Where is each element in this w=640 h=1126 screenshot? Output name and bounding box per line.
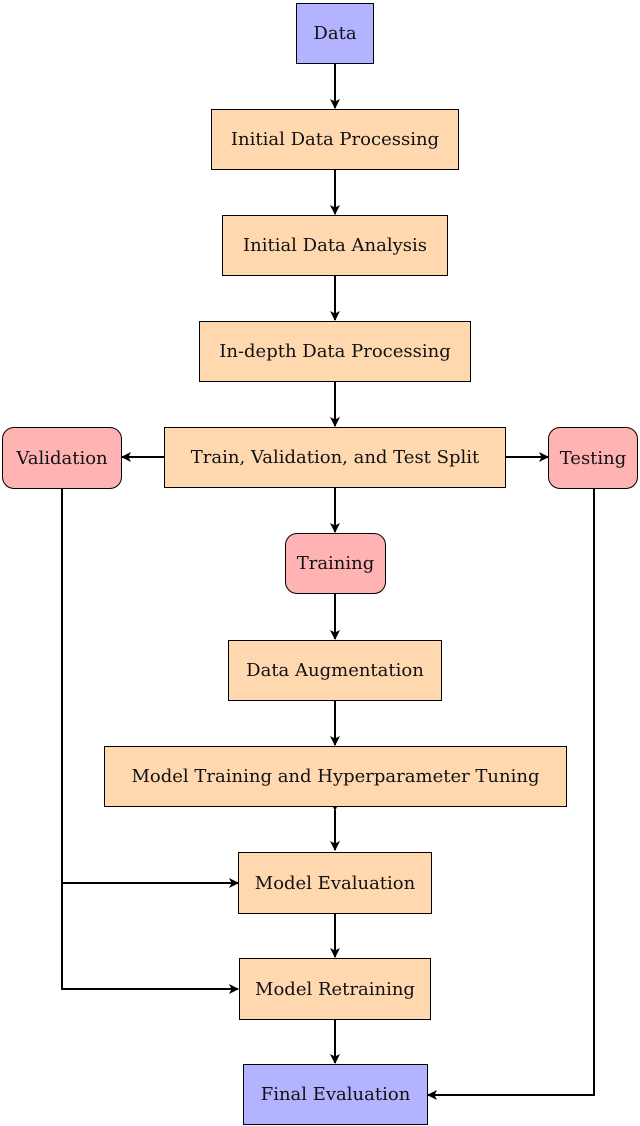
node-initial-data-processing: Initial Data Processing <box>211 109 459 170</box>
node-model-training-hyperparameter-tuning: Model Training and Hyperparameter Tuning <box>104 746 567 807</box>
node-in-depth-data-processing: In-depth Data Processing <box>199 321 471 382</box>
node-initial-data-analysis: Initial Data Analysis <box>222 215 448 276</box>
node-model-retraining: Model Retraining <box>239 958 431 1020</box>
edge-validation-to-retraining <box>61 883 239 994</box>
node-train-validation-test-split: Train, Validation, and Test Split <box>164 427 506 488</box>
edge-testing-to-final <box>427 489 595 1100</box>
node-testing: Testing <box>548 427 638 489</box>
node-training: Training <box>285 533 386 594</box>
node-data: Data <box>296 3 374 64</box>
edge-validation-to-evaluation <box>61 489 239 888</box>
node-data-augmentation: Data Augmentation <box>228 640 442 701</box>
node-model-evaluation: Model Evaluation <box>238 852 432 914</box>
node-validation: Validation <box>2 427 122 489</box>
node-final-evaluation: Final Evaluation <box>243 1064 428 1125</box>
